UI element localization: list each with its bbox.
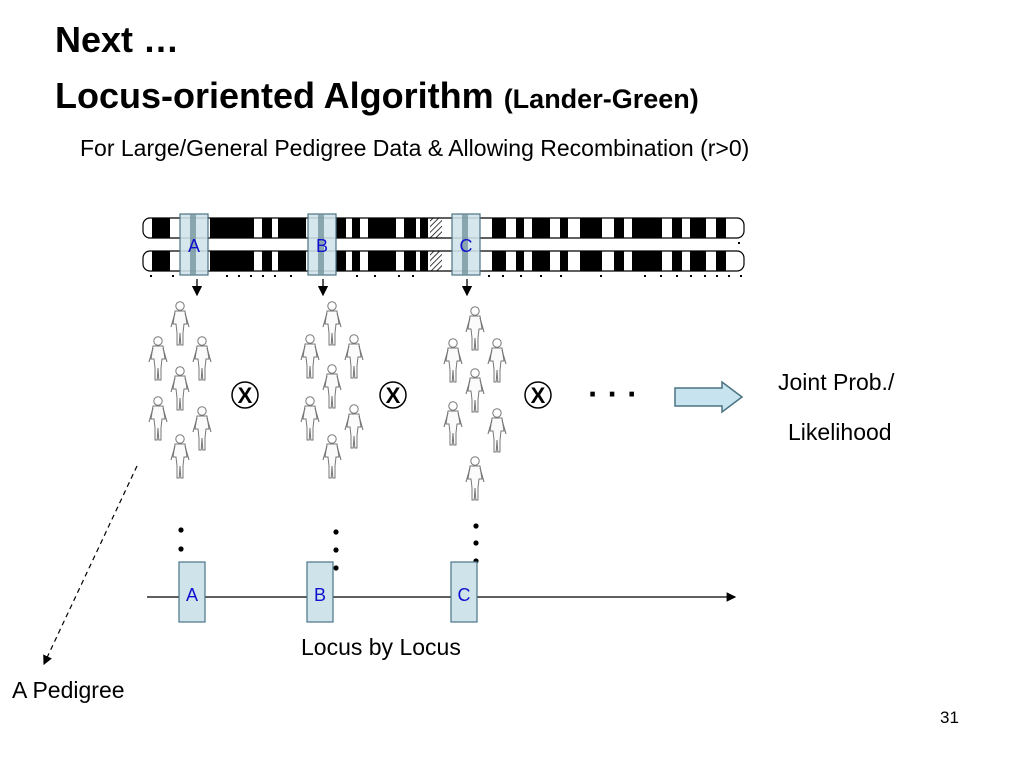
chromosome-bottom-bands bbox=[152, 251, 726, 271]
axis-label: Locus by Locus bbox=[301, 634, 461, 660]
result-label-line2: Likelihood bbox=[788, 419, 892, 445]
axis-locus-label-b: B bbox=[314, 585, 326, 605]
multiply-symbol-3: X bbox=[524, 381, 552, 409]
svg-text:X: X bbox=[386, 383, 401, 408]
title-main: Locus-oriented Algorithm bbox=[55, 75, 494, 116]
slide-title-line1: Next … bbox=[55, 19, 180, 60]
down-arrows bbox=[191, 279, 473, 297]
locus-box-chromosome-a[interactable]: A bbox=[179, 213, 209, 276]
svg-text:X: X bbox=[531, 383, 546, 408]
locus-label-a: A bbox=[188, 236, 200, 256]
multiply-symbol-2: X bbox=[379, 381, 407, 409]
pedigree-label: A Pedigree bbox=[12, 677, 125, 703]
locus-label-c: C bbox=[460, 236, 473, 256]
chromosome-tick-marks bbox=[150, 242, 742, 277]
pedigree-figures-a bbox=[148, 301, 212, 479]
slide-subtitle: For Large/General Pedigree Data & Allowi… bbox=[80, 135, 750, 161]
chromosome-top-bands bbox=[152, 218, 726, 238]
locus-box-axis-b[interactable]: B bbox=[306, 561, 334, 623]
locus-box-axis-c[interactable]: C bbox=[450, 561, 478, 623]
axis-locus-label-c: C bbox=[458, 585, 471, 605]
locus-box-chromosome-c[interactable]: C bbox=[451, 213, 481, 276]
chromosome-pair bbox=[142, 217, 745, 277]
locus-box-chromosome-b[interactable]: B bbox=[307, 213, 337, 276]
locus-box-axis-a[interactable]: A bbox=[178, 561, 206, 623]
page-number: 31 bbox=[940, 708, 959, 727]
centromere-top bbox=[430, 218, 442, 238]
multiply-symbol-1: X bbox=[231, 381, 259, 409]
title-parenthetical: (Lander-Green) bbox=[503, 84, 699, 114]
locus-label-b: B bbox=[316, 236, 328, 256]
centromere-bottom bbox=[430, 251, 442, 271]
result-arrow-icon bbox=[674, 380, 744, 414]
ellipsis: · · · bbox=[588, 376, 638, 412]
result-label-line1: Joint Prob./ bbox=[778, 369, 895, 395]
pedigree-figures-c bbox=[443, 306, 507, 501]
pedigree-figures-b bbox=[300, 301, 364, 479]
slide-title-line2: Locus-oriented Algorithm (Lander-Green) bbox=[55, 76, 699, 119]
svg-text:X: X bbox=[238, 383, 253, 408]
pedigree-pointer bbox=[43, 465, 138, 666]
axis-locus-label-a: A bbox=[186, 585, 198, 605]
